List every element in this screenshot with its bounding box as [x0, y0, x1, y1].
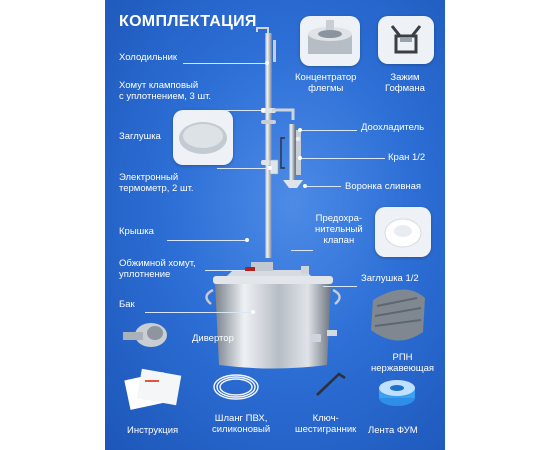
hex-key: [316, 372, 346, 396]
label-thermometer: Электронный термометр, 2 шт.: [119, 172, 194, 194]
hofmann-clamp-icon: [390, 25, 422, 54]
label-lid: Крышка: [119, 226, 154, 237]
pointer-dot-tank: [251, 310, 255, 314]
valve: [295, 136, 301, 142]
concentrator-icon: [308, 20, 352, 54]
label-funnel: Воронка сливная: [345, 181, 422, 192]
manual: [124, 368, 182, 410]
pointer-thermometer: [217, 168, 269, 169]
label-concentrator: Концентратор флегмы: [295, 72, 357, 94]
pointer-dot-lid: [245, 238, 249, 242]
pointer-clamp: [223, 110, 263, 111]
label-hose: Шланг ПВХ, силиконовый: [212, 413, 271, 435]
hose: [213, 374, 259, 400]
hofmann-tile: [378, 16, 434, 64]
pointer-dot-clamp: [261, 108, 265, 112]
label-fum: Лента ФУМ: [368, 425, 418, 436]
safety-valve-icon: [384, 218, 422, 248]
label-hexkey: Ключ- шестигранник: [295, 413, 357, 435]
concentrator-tile: [300, 16, 360, 66]
pointer-funnel: [305, 186, 341, 187]
label-crimp: Обжимной хомут, уплотнение: [119, 258, 196, 280]
label-clamp: Хомут кламповый с уплотнением, 3 шт.: [119, 80, 212, 102]
pointer-valve: [301, 158, 385, 159]
plug-icon: [179, 122, 227, 154]
pointer-dot-thermometer: [268, 166, 272, 170]
fum-tape: [379, 380, 415, 406]
label-cooler: Холодильник: [119, 52, 178, 63]
pointer-safety: [291, 250, 313, 251]
pointer-dot-aftercooler: [298, 128, 302, 132]
label-diverter: Дивертор: [192, 333, 234, 344]
label-hofmann: Зажим Гофмана: [385, 72, 425, 94]
plug-tile: [173, 110, 233, 165]
pointer-aftercooler: [301, 130, 357, 131]
pointer-dot-cooler: [265, 61, 269, 65]
label-plug: Заглушка: [119, 131, 161, 142]
pointer-plug-half: [323, 286, 357, 287]
pointer-tank: [145, 312, 253, 313]
diverter: [123, 323, 167, 347]
pointer-cooler: [183, 63, 267, 64]
cooler-column: [265, 33, 272, 258]
pointer-crimp: [205, 270, 245, 271]
distiller-illustration: [123, 27, 425, 410]
pointer-lid: [167, 240, 247, 241]
aftercooler: [289, 124, 295, 182]
tank: [215, 283, 331, 369]
label-manual: Инструкция: [127, 425, 179, 436]
rpn-mesh: [371, 289, 425, 341]
label-tank: Бак: [119, 299, 135, 310]
funnel: [283, 180, 303, 188]
page-title: КОМПЛЕКТАЦИЯ: [119, 13, 257, 30]
pointer-dot-funnel: [303, 184, 307, 188]
label-plug-half: Заглушка 1/2: [361, 273, 419, 284]
label-valve: Кран 1/2: [388, 152, 426, 163]
label-aftercooler: Доохладитель: [361, 122, 425, 133]
safety-valve-tile: [375, 207, 431, 257]
label-safety: Предохра- нительный клапан: [315, 213, 363, 246]
lid: [227, 270, 311, 276]
plug-half: [311, 334, 321, 342]
pointer-dot-valve: [298, 156, 302, 160]
product-card: КОМПЛЕКТАЦИЯ: [105, 0, 445, 450]
label-rpn: РПН нержавеющая: [371, 352, 435, 374]
